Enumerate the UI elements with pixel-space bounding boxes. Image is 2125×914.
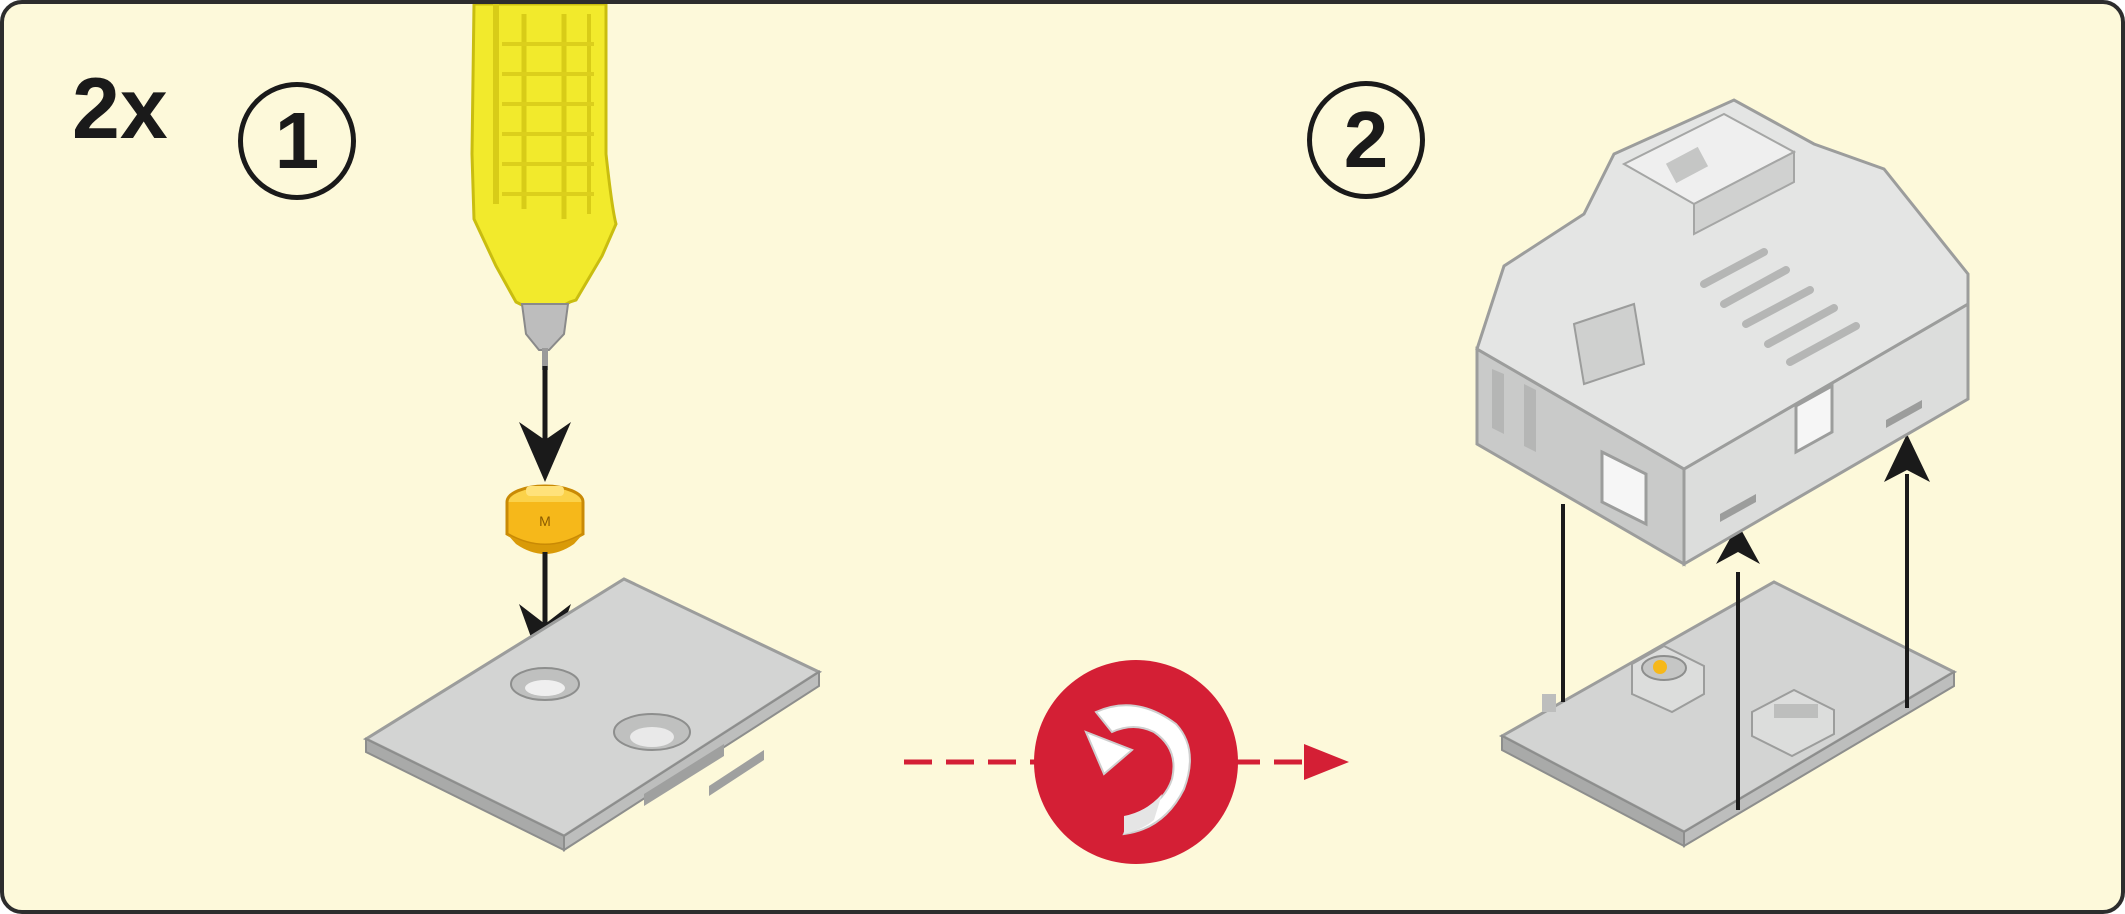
base-plate-icon — [366, 579, 819, 850]
instruction-illustration: M — [4, 4, 2125, 914]
direction-arrow-icon — [519, 366, 571, 482]
base-plate-icon — [1502, 582, 1954, 846]
svg-text:M: M — [539, 513, 551, 529]
screwdriver-icon — [472, 4, 616, 370]
rotate-icon — [1034, 660, 1238, 864]
building-block-icon — [1477, 100, 1968, 564]
nut-icon: M — [507, 486, 583, 554]
